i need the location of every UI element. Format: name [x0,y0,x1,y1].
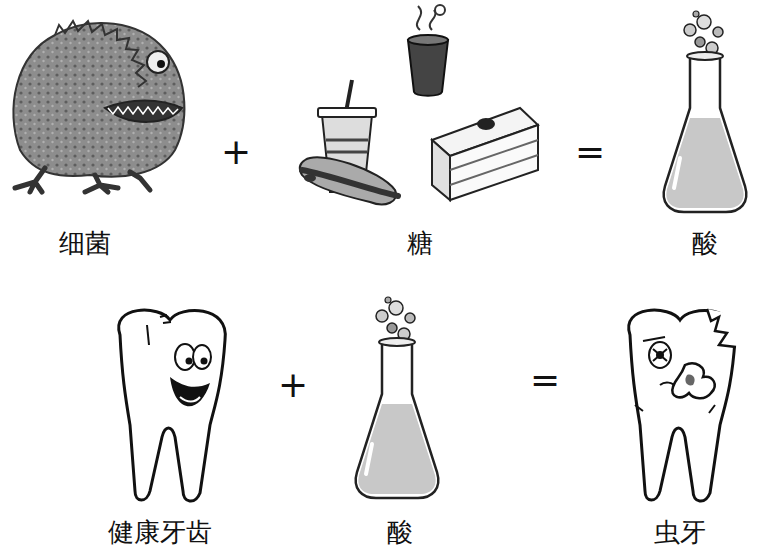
caption-label: 酸 [387,518,413,547]
caption-label: 糖 [407,229,433,258]
caption-label: 健康牙齿 [108,518,212,547]
equals-sign: = [530,360,560,400]
equals-sign: = [575,132,605,172]
caption-label: 酸 [692,229,718,258]
plus-sign: + [278,365,308,405]
caption-label: 细菌 [59,229,111,258]
plus-sign: + [221,132,251,172]
caption-label: 虫牙 [654,518,706,547]
